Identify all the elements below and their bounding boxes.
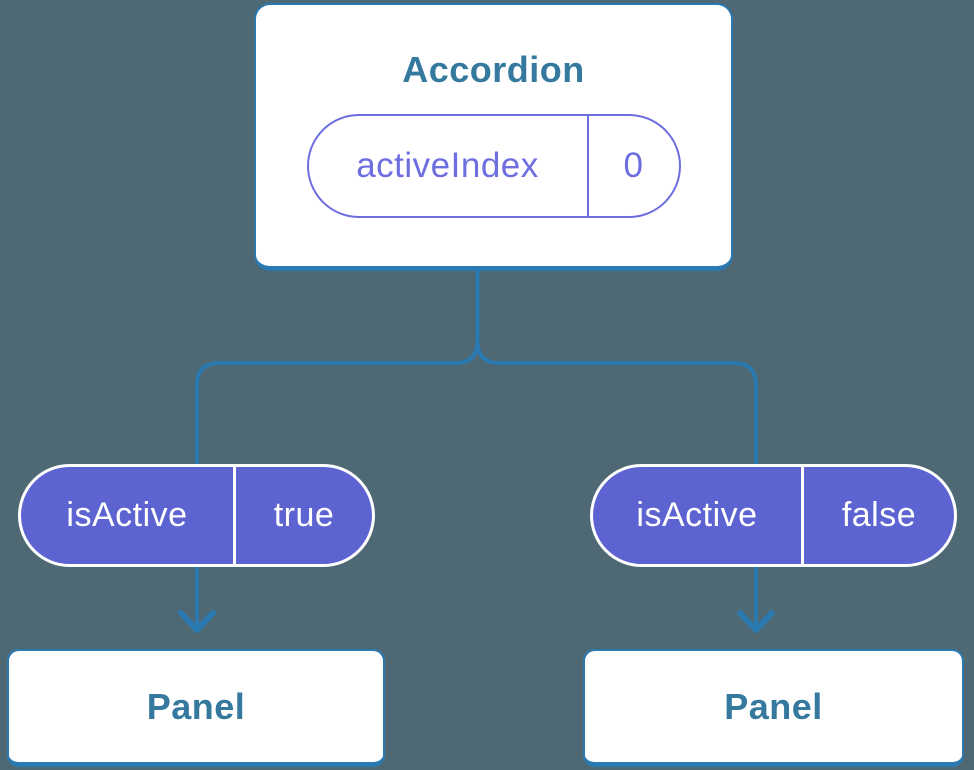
- state-pill-activeindex: activeIndex 0: [306, 114, 681, 218]
- accordion-title: Accordion: [402, 49, 585, 90]
- arrowhead-right-icon: [737, 610, 775, 633]
- prop-name-label: isActive: [636, 496, 758, 534]
- pill-divider: [233, 467, 236, 564]
- accordion-node: Accordion activeIndex 0: [254, 3, 733, 271]
- state-name-label: activeIndex: [356, 146, 539, 185]
- connector-branch-right: [475, 339, 758, 628]
- pill-divider: [801, 467, 804, 564]
- connector-branch-left: [195, 269, 480, 628]
- state-value-label: 0: [623, 146, 644, 185]
- panel-node-left: Panel: [7, 649, 385, 767]
- panel-node-right: Panel: [583, 649, 964, 767]
- prop-pill-isactive-false: isActive false: [590, 464, 957, 567]
- prop-value-label: true: [273, 496, 335, 534]
- arrowhead-left-icon: [178, 610, 216, 633]
- panel-title: Panel: [724, 685, 823, 727]
- panel-title: Panel: [146, 685, 246, 727]
- prop-value-label: false: [841, 496, 917, 534]
- prop-name-label: isActive: [66, 496, 188, 534]
- pill-divider: [586, 116, 589, 216]
- prop-pill-isactive-true: isActive true: [18, 464, 375, 567]
